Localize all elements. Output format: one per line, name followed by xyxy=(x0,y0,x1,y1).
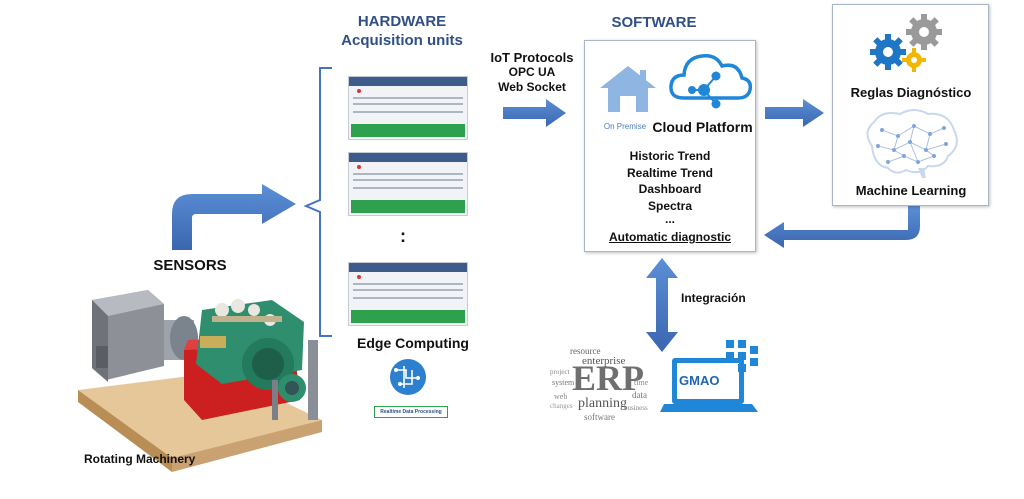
rules-label: Reglas Diagnóstico xyxy=(850,85,972,100)
on-premise-label: On Premise xyxy=(603,122,647,131)
gmao-laptop-icon xyxy=(660,340,758,412)
erp-word: enterprise xyxy=(582,355,626,367)
iot-protocols: IoT Protocols OPC UA Web Socket xyxy=(484,50,580,95)
machine-learning-label: Machine Learning xyxy=(855,183,967,198)
hardware-title-line1: HARDWARE xyxy=(357,13,447,30)
sensors-arrow xyxy=(172,184,296,250)
erp-word: planning xyxy=(578,396,627,411)
acquisition-unit-3 xyxy=(348,262,468,326)
erp-word: system xyxy=(552,378,575,387)
gmao-label: GMAO xyxy=(679,373,720,388)
software-box xyxy=(584,40,756,252)
feature-spectra: Spectra xyxy=(647,198,693,213)
iot-protocols-heading: IoT Protocols xyxy=(490,50,574,65)
rotating-machinery-label: Rotating Machinery xyxy=(84,452,196,466)
cloud-platform-icon xyxy=(669,53,752,109)
hardware-title: HARDWARE Acquisition units xyxy=(322,12,482,50)
erp-word: data xyxy=(632,390,647,400)
realtime-processing-icon xyxy=(390,359,426,395)
cloud-platform-label: Cloud Platform xyxy=(652,119,753,135)
brain-icon xyxy=(866,109,958,178)
acquisition-unit-1 xyxy=(348,76,468,140)
protocol-opcua: OPC UA xyxy=(508,65,556,79)
feature-dashboard: Dashboard xyxy=(638,182,702,196)
erp-word: business xyxy=(624,404,648,412)
erp-word: project xyxy=(550,368,570,376)
realtime-processing-caption: Realtime Data Processing xyxy=(374,406,448,418)
edge-computing-label: Edge Computing xyxy=(357,335,469,351)
home-icon xyxy=(600,66,656,112)
erp-word-cloud: resource enterprise ERP planning softwar… xyxy=(548,346,656,426)
software-features: Historic Trend Realtime Trend Dashboard … xyxy=(600,148,740,226)
automatic-diagnostic-label: Automatic diagnostic xyxy=(608,230,731,244)
feature-realtime-trend: Realtime Trend xyxy=(626,165,714,180)
ml-to-software-arrow xyxy=(764,206,920,248)
software-title: SOFTWARE xyxy=(611,14,697,31)
erp-word: software xyxy=(584,412,615,422)
software-to-rules-arrow xyxy=(765,99,824,127)
feature-more: ... xyxy=(664,212,675,226)
rotating-machine-image xyxy=(78,290,322,472)
erp-word: time xyxy=(634,378,649,387)
hardware-title-line2: Acquisition units xyxy=(341,32,463,49)
gears-icon xyxy=(870,14,942,72)
protocol-websocket: Web Socket xyxy=(498,80,566,94)
erp-word: web xyxy=(554,392,568,401)
erp-title: ERP xyxy=(572,358,644,398)
sensors-label: SENSORS xyxy=(153,257,227,274)
erp-word: resource xyxy=(570,346,601,356)
acquisition-unit-2 xyxy=(348,152,468,216)
iot-arrow xyxy=(503,99,566,127)
erp-word: changes xyxy=(550,402,573,410)
integration-label: Integración xyxy=(681,291,746,305)
hardware-bracket xyxy=(303,67,332,337)
feature-historic-trend: Historic Trend xyxy=(629,149,711,163)
hardware-ellipsis: : xyxy=(400,226,406,246)
integration-arrow xyxy=(646,258,678,352)
